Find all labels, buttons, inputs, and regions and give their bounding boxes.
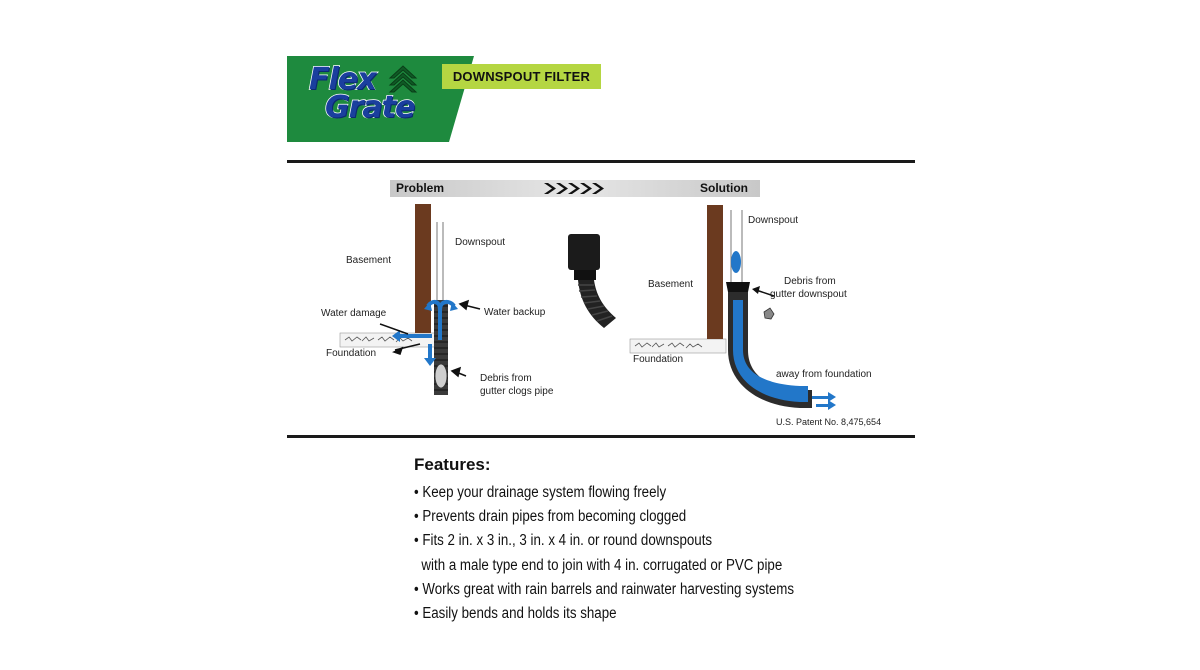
solution-foundation-label: Foundation: [633, 354, 684, 365]
debris-icon: [763, 307, 775, 320]
feature-item: • Easily bends and holds its shape: [414, 605, 617, 623]
problem-debris-label-1: Debris from: [480, 373, 532, 384]
gradient-bar: [390, 180, 760, 197]
features-heading: Features:: [414, 455, 491, 474]
problem-solution-bar: Problem Solution: [390, 180, 760, 197]
problem-foundation-label: Foundation: [326, 348, 377, 359]
feature-item-continuation: with a male type end to join with 4 in. …: [414, 556, 783, 574]
brand-banner: Flex Grate: [287, 56, 474, 142]
feature-item: • Works great with rain barrels and rain…: [414, 580, 795, 598]
logo-text-flex: Flex: [308, 61, 377, 98]
water-backup-label: Water backup: [484, 307, 546, 318]
banner-background: [287, 56, 474, 142]
solution-basement-label: Basement: [648, 279, 694, 290]
solution-debris-label-2: gutter downspout: [770, 289, 847, 300]
solution-debris-label-1: Debris from: [784, 276, 836, 287]
features-list: • Keep your drainage system flowing free…: [414, 481, 856, 626]
solution-downspout-label: Downspout: [748, 215, 799, 226]
product-tag: DOWNSPOUT FILTER: [442, 64, 601, 89]
chevron-stack-icon: [388, 65, 418, 93]
top-divider: [287, 160, 915, 163]
problem-basement-label: Basement: [346, 255, 392, 266]
bottom-divider: [287, 435, 915, 438]
downspout-filter-product-image: [568, 234, 616, 328]
away-from-foundation-label: away from foundation: [776, 369, 872, 380]
logo-text-grate: Grate: [324, 89, 416, 126]
features-section: Features: • Keep your drainage system fl…: [414, 455, 856, 626]
patent-number: U.S. Patent No. 8,475,654: [776, 417, 882, 427]
problem-debris-label-2: gutter clogs pipe: [480, 386, 554, 397]
solution-label: Solution: [700, 181, 748, 195]
feature-item: • Fits 2 in. x 3 in., 3 in. x 4 in. or r…: [414, 532, 713, 550]
problem-downspout-label: Downspout: [455, 237, 506, 248]
feature-item: • Keep your drainage system flowing free…: [414, 484, 667, 501]
water-damage-label: Water damage: [321, 308, 387, 319]
problem-label: Problem: [396, 181, 445, 195]
arrow-chevrons-icon: [544, 183, 604, 194]
feature-item: • Prevents drain pipes from becoming clo…: [414, 508, 687, 526]
